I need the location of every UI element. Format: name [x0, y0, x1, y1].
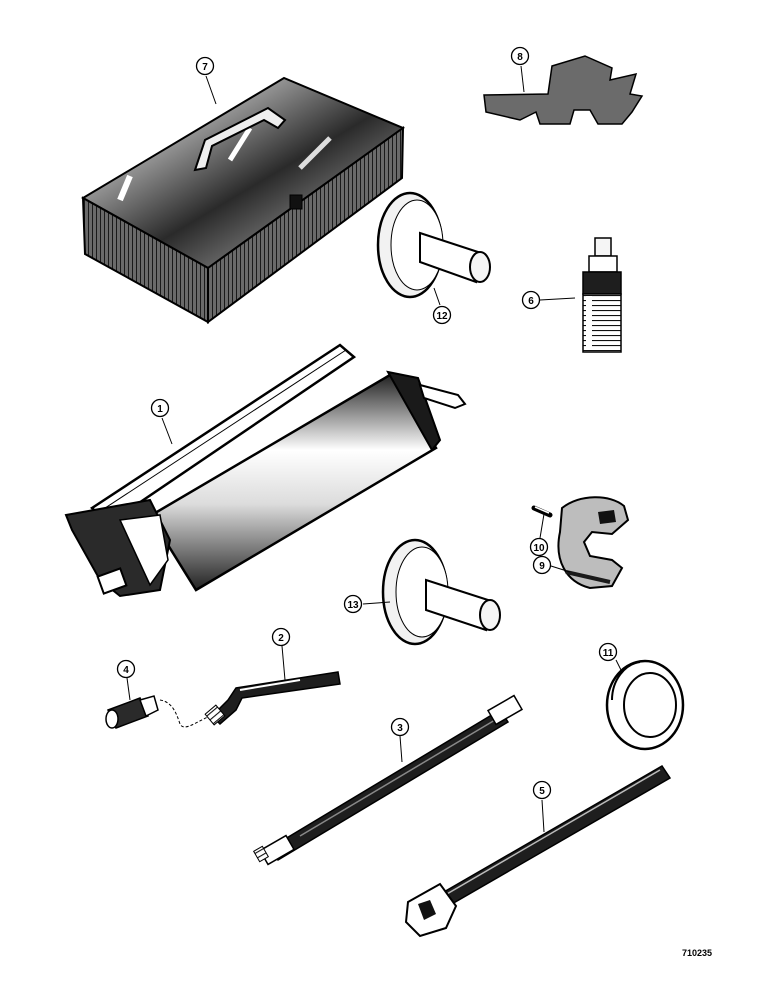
- svg-text:4: 4: [123, 665, 129, 676]
- svg-text:1: 1: [157, 404, 163, 415]
- svg-text:5: 5: [539, 786, 545, 797]
- coupler-icon: [105, 695, 211, 729]
- svg-text:6: 6: [528, 296, 534, 307]
- svg-text:10: 10: [533, 543, 545, 554]
- callout-10: 10: [529, 537, 549, 557]
- flexible-hose-icon: [252, 694, 524, 866]
- split-clamp-icon: [557, 496, 630, 590]
- threaded-adapter-icon: [582, 237, 622, 353]
- bent-extension-tube-icon: [204, 671, 341, 726]
- callout-12: 12: [432, 305, 452, 325]
- leader-lines: [126, 65, 623, 833]
- callout-9: 9: [532, 555, 552, 575]
- pin-icon: [531, 505, 553, 518]
- svg-text:11: 11: [603, 648, 614, 659]
- seal-ring-icon: [605, 659, 685, 751]
- svg-text:3: 3: [397, 723, 403, 734]
- callout-2: 2: [271, 627, 291, 647]
- callout-4: 4: [116, 659, 136, 679]
- callout-7: 7: [195, 56, 215, 76]
- callout-3: 3: [390, 717, 410, 737]
- callout-8: 8: [510, 46, 530, 66]
- svg-text:8: 8: [517, 52, 523, 63]
- svg-text:12: 12: [436, 311, 448, 322]
- callout-5: 5: [532, 780, 552, 800]
- callout-6: 6: [521, 290, 541, 310]
- driver-disc-icon: [376, 191, 491, 299]
- callout-13: 13: [343, 594, 363, 614]
- svg-text:13: 13: [347, 600, 359, 611]
- tool-box-icon: [81, 76, 406, 324]
- driver-disc-icon: [381, 538, 501, 646]
- svg-text:2: 2: [278, 633, 284, 644]
- bracket-plate-icon: [483, 55, 644, 125]
- svg-text:9: 9: [539, 561, 545, 572]
- wrench-icon: [404, 764, 672, 938]
- callout-11: 11: [598, 642, 618, 662]
- grease-gun-icon: [64, 343, 467, 598]
- svg-text:7: 7: [202, 62, 208, 73]
- callout-1: 1: [150, 398, 170, 418]
- figure-number: 710235: [681, 948, 712, 958]
